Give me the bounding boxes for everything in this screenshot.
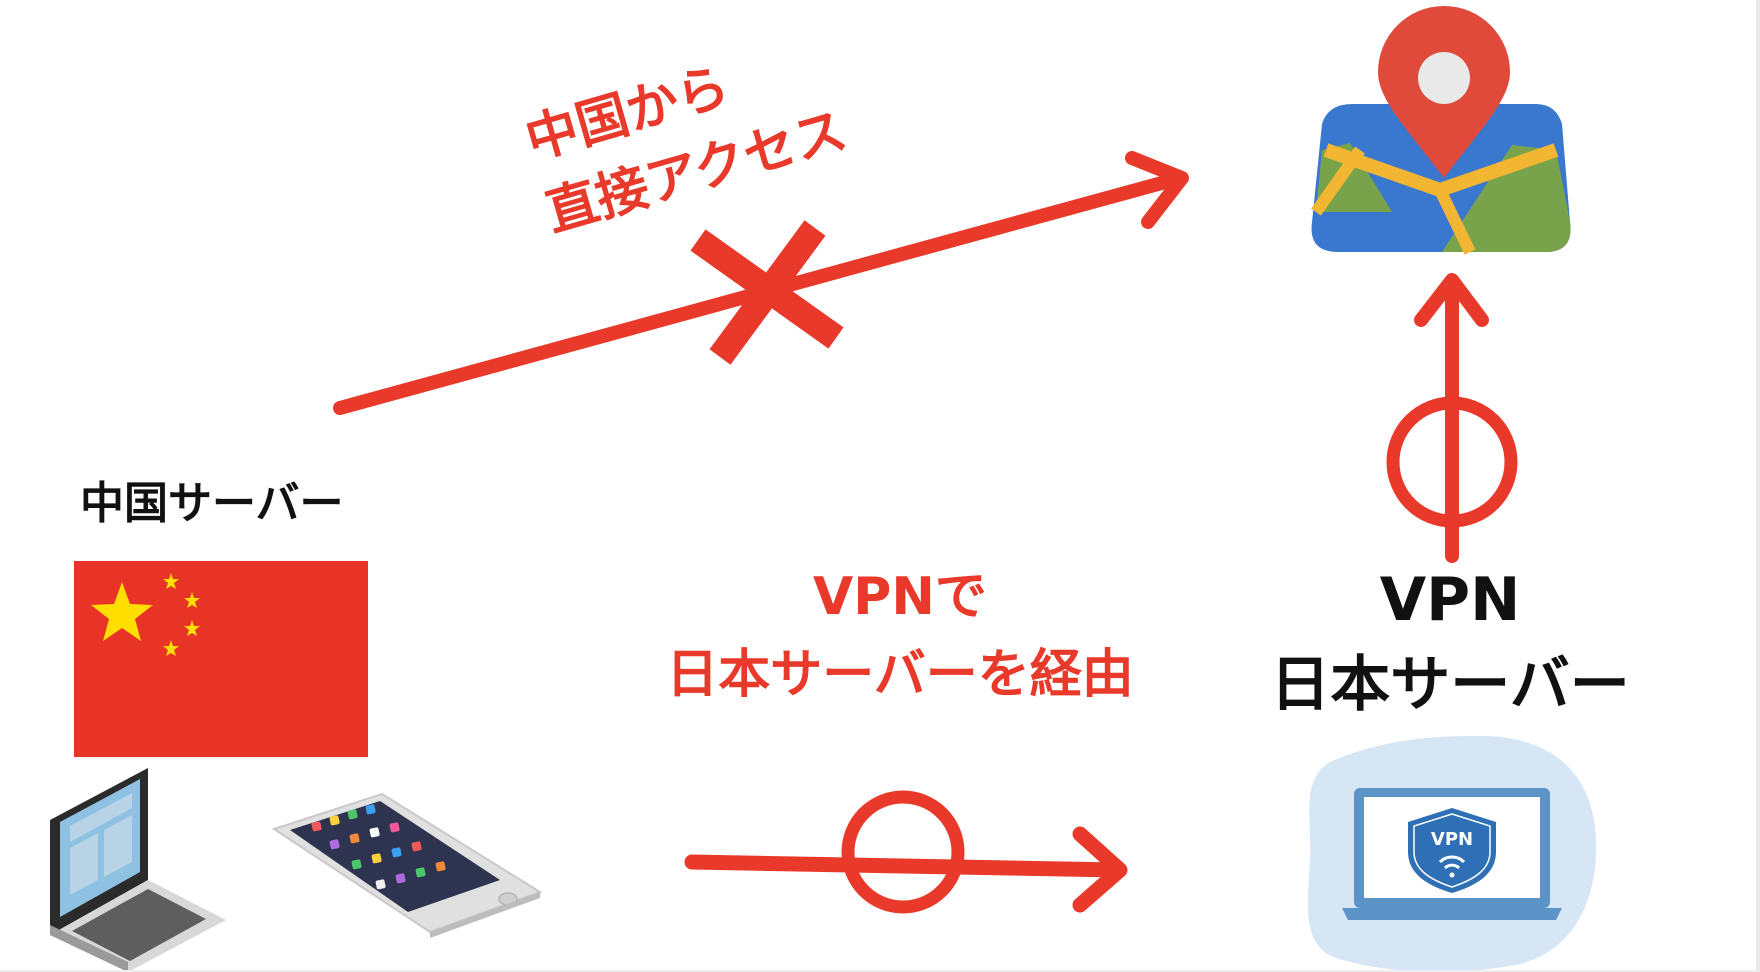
jp-server-line2: 日本サーバー xyxy=(1270,650,1629,720)
wifi-icon xyxy=(1438,855,1466,878)
page-edge-bottom xyxy=(0,970,1760,972)
direct-access-label: 中国から 直接アクセス xyxy=(519,56,853,243)
allowed-circle-icon xyxy=(1386,396,1518,528)
vpn-badge-label: VPN xyxy=(1431,829,1473,850)
map-pin-icon xyxy=(1311,6,1571,255)
blocked-cross-icon xyxy=(690,220,844,365)
vpn-route-label: VPNで 日本サーバーを経由 xyxy=(666,567,1133,705)
china-flag-icon xyxy=(74,561,368,757)
allowed-circle-icon xyxy=(841,790,965,914)
china-server-label: 中国サーバー xyxy=(80,478,344,529)
page-edge-right xyxy=(1756,0,1760,972)
vpn-route-arrow xyxy=(684,790,1128,914)
jp-server-line1: VPN xyxy=(1380,565,1521,635)
vpn-to-target-arrow xyxy=(1386,273,1518,563)
vpn-laptop-icon: VPN xyxy=(1307,735,1597,972)
vpn-route-line2: 日本サーバーを経由 xyxy=(666,645,1133,705)
smartphone-icon xyxy=(271,792,543,938)
vpn-shield-icon: VPN xyxy=(1408,808,1496,893)
laptop-icon xyxy=(50,768,226,972)
vpn-route-line1: VPNで xyxy=(813,567,987,627)
